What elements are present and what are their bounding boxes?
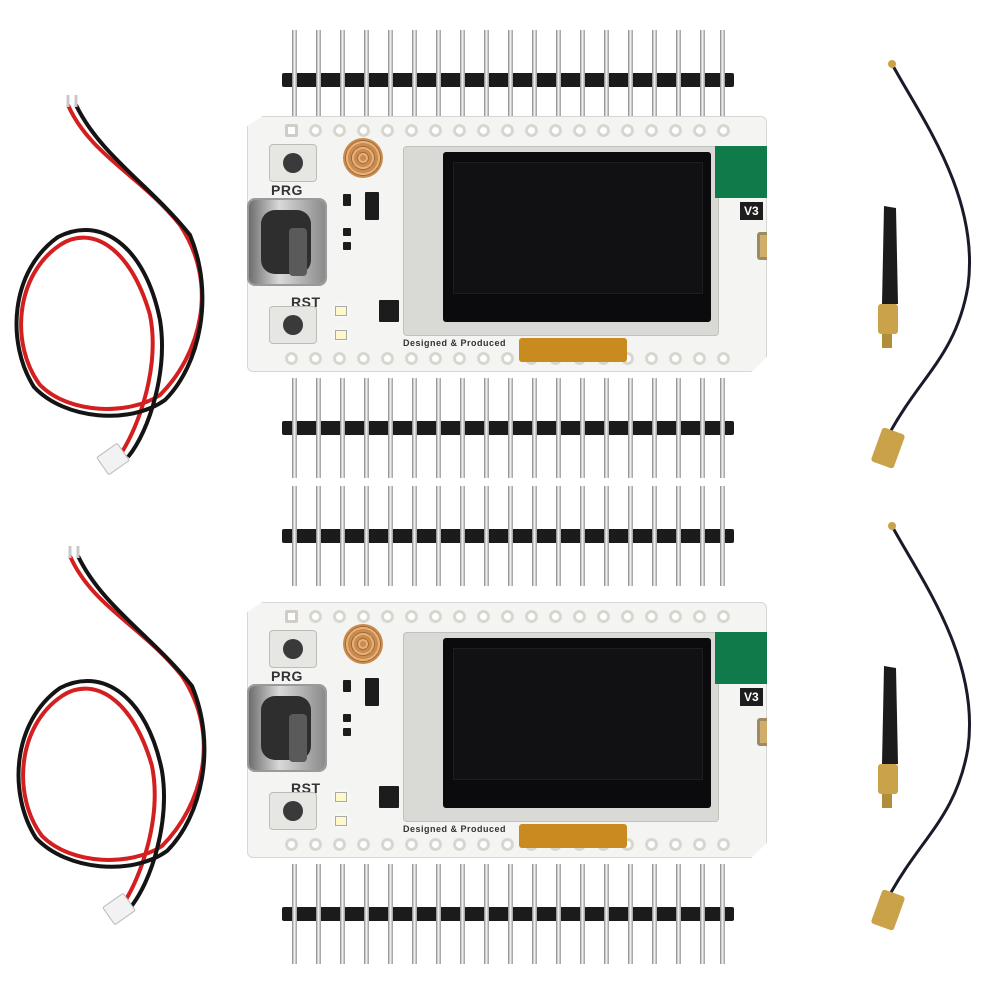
sma-antenna-icon — [878, 206, 898, 348]
u-fl-pigtail-icon — [871, 522, 971, 931]
display-flex-cable — [519, 338, 627, 362]
ufl-connector-icon — [757, 232, 767, 260]
ufl-connector-icon — [757, 718, 767, 746]
prg-label: PRG — [271, 668, 303, 684]
oled-display-icon — [443, 152, 711, 322]
sma-antenna-icon — [878, 666, 898, 808]
dev-board: PRG RST Designed & Produced V3 — [247, 602, 767, 858]
antenna-pad — [715, 146, 767, 198]
copper-coil-icon — [343, 624, 383, 664]
pin-header-top — [282, 30, 734, 130]
lora-kit-1: PRG RST Designed & Produced V3 — [0, 0, 1001, 480]
prg-button — [269, 144, 317, 182]
rst-button — [269, 792, 317, 830]
pin-header-bottom — [282, 864, 734, 964]
antenna-pad — [715, 632, 767, 684]
version-label: V3 — [740, 202, 763, 220]
usb-c-port-icon — [249, 200, 325, 284]
jst-cable-icon — [16, 546, 207, 910]
designed-label: Designed & Produced — [403, 824, 507, 834]
rst-button — [269, 306, 317, 344]
copper-coil-icon — [343, 138, 383, 178]
oled-display-icon — [443, 638, 711, 808]
version-label: V3 — [740, 688, 763, 706]
jst-cable-icon — [14, 95, 205, 459]
usb-c-port-icon — [249, 686, 325, 770]
dev-board: PRG RST Designed & Produced V3 — [247, 116, 767, 372]
designed-label: Designed & Produced — [403, 338, 507, 348]
pin-header-top — [282, 486, 734, 586]
prg-label: PRG — [271, 182, 303, 198]
pin-header-bottom — [282, 378, 734, 478]
display-flex-cable — [519, 824, 627, 848]
u-fl-pigtail-icon — [871, 60, 971, 469]
prg-button — [269, 630, 317, 668]
lora-kit-2: PRG RST Designed & Produced V3 — [0, 486, 1001, 966]
